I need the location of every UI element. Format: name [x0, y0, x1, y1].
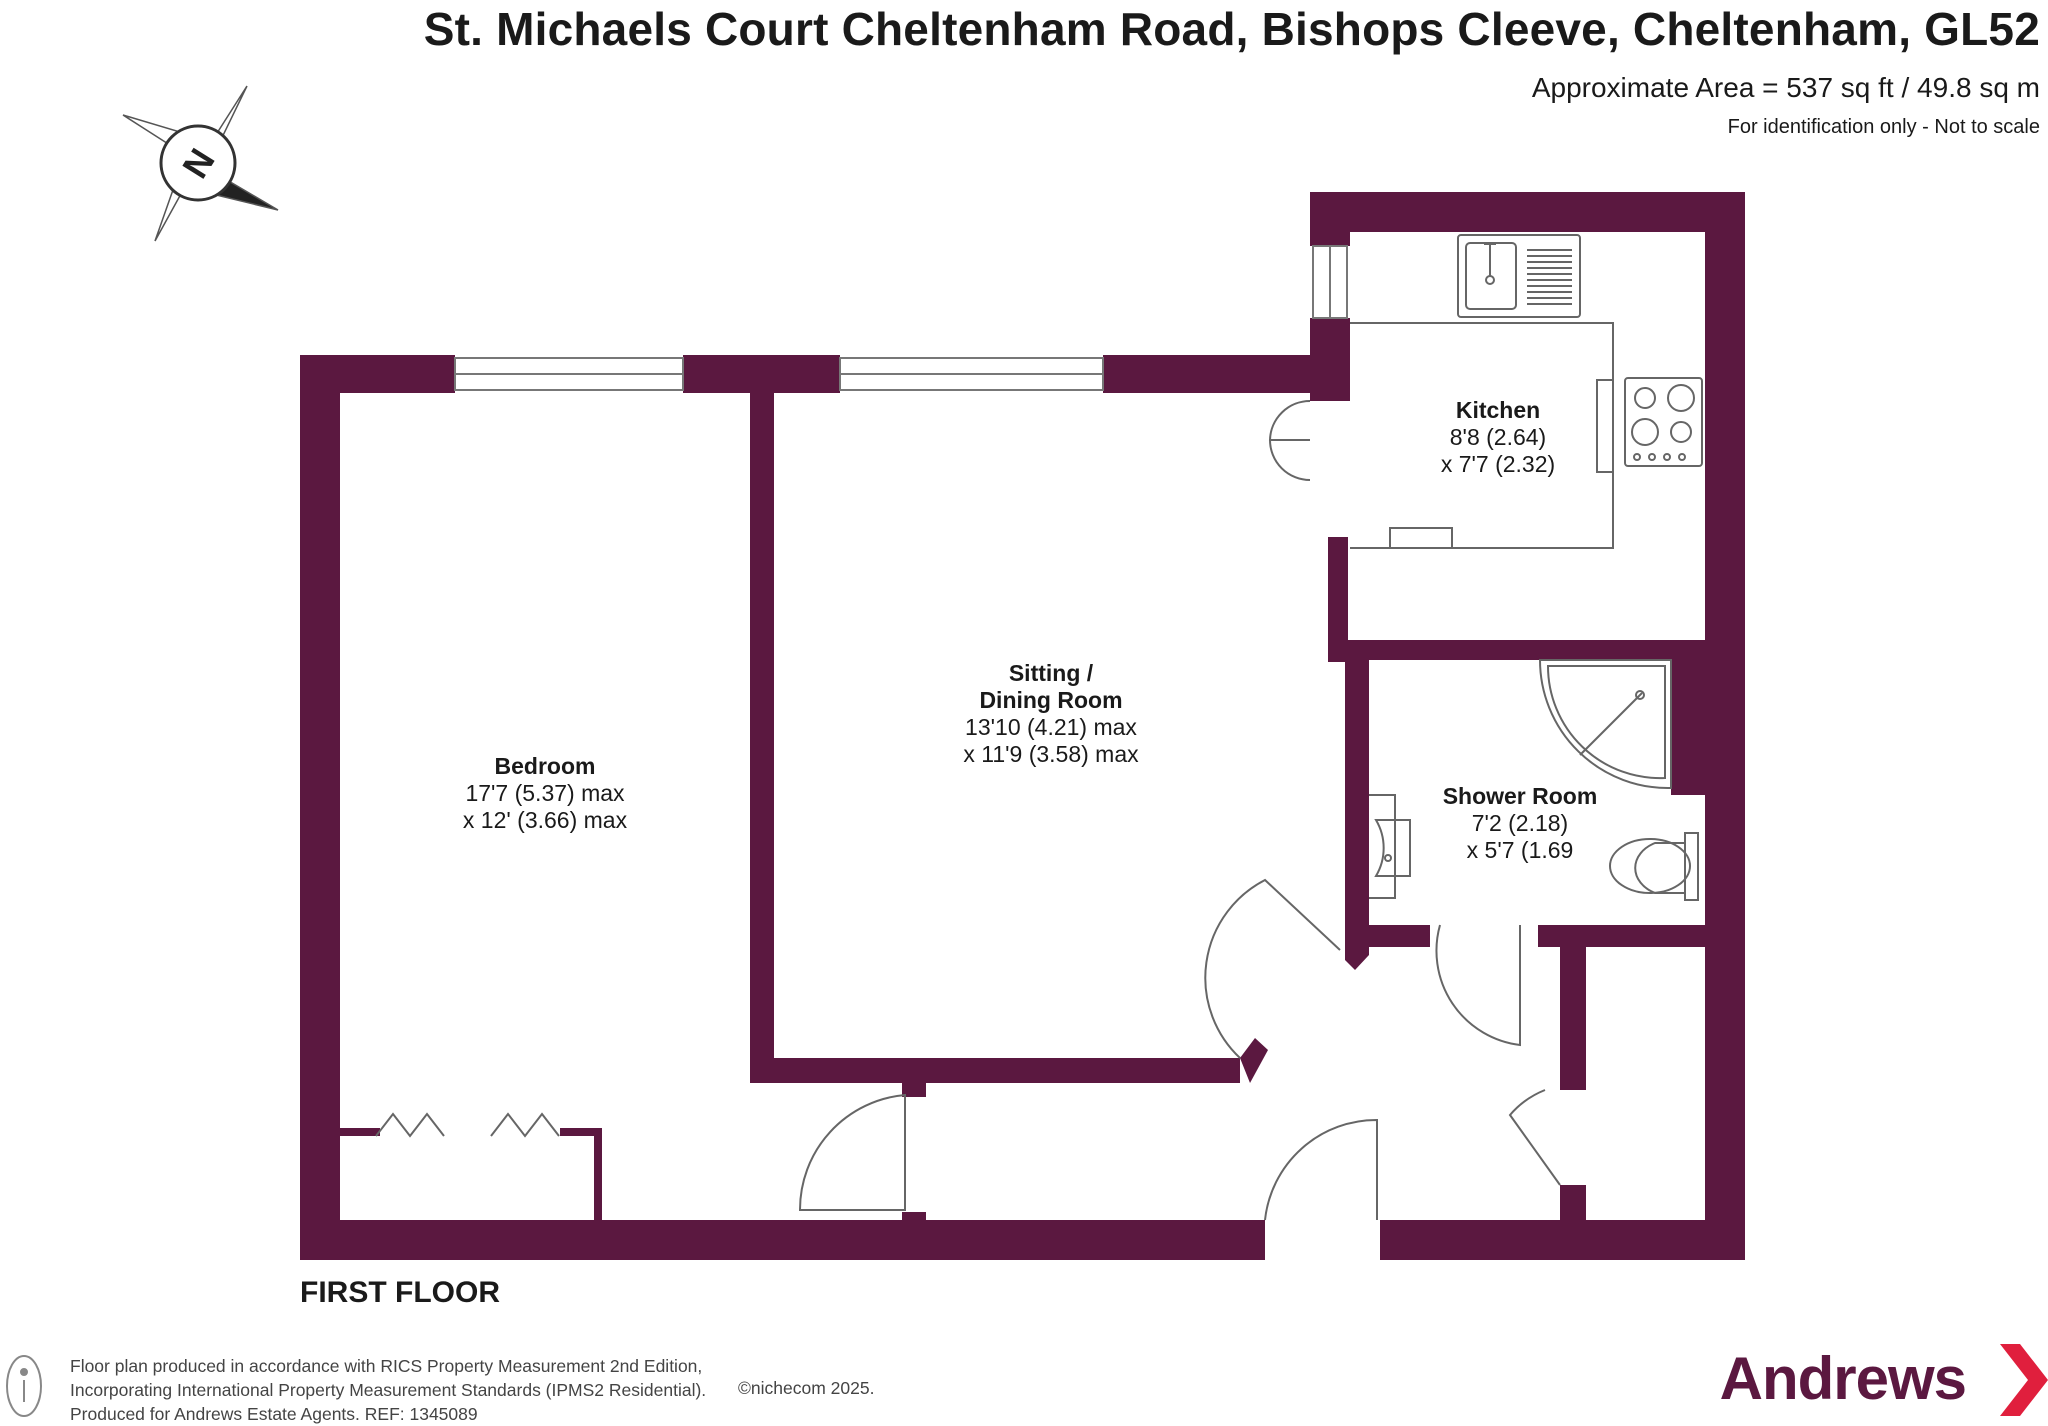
room-label-shower-room: Shower Room 7'2 (2.18) x 5'7 (1.69 — [1443, 783, 1598, 864]
room-dimension: x 7'7 (2.32) — [1440, 451, 1556, 477]
footer-line: Produced for Andrews Estate Agents. REF:… — [70, 1404, 478, 1424]
compass-icon: N — [122, 85, 279, 242]
floor-label: FIRST FLOOR — [300, 1276, 500, 1309]
room-dimension: 17'7 (5.37) max — [465, 780, 625, 806]
room-dimension: 13'10 (4.21) max — [965, 714, 1137, 740]
page-title: St. Michaels Court Cheltenham Road, Bish… — [423, 3, 2040, 55]
door-swings — [375, 400, 1561, 1221]
disclaimer: For identification only - Not to scale — [1727, 116, 2040, 138]
windows — [454, 245, 1348, 391]
shower-fixtures — [1369, 659, 1699, 901]
room-label-kitchen: Kitchen 8'8 (2.64) x 7'7 (2.32) — [1441, 397, 1555, 478]
room-name: Kitchen — [1455, 397, 1541, 423]
room-dimension: x 5'7 (1.69 — [1466, 837, 1574, 863]
brand-logo: Andrews — [1719, 1345, 1967, 1412]
room-name: Bedroom — [494, 753, 596, 779]
copyright: ©nichecom 2025. — [738, 1378, 875, 1398]
room-label-bedroom: Bedroom 17'7 (5.37) max x 12' (3.66) max — [463, 753, 627, 834]
room-dimension: 8'8 (2.64) — [1449, 424, 1547, 450]
room-name: Shower Room — [1442, 783, 1598, 809]
area-summary: Approximate Area = 537 sq ft / 49.8 sq m — [1531, 72, 2040, 103]
room-label-sitting-dining: Sitting / Dining Room 13'10 (4.21) max x… — [963, 660, 1138, 768]
room-dimension: 7'2 (2.18) — [1471, 810, 1569, 836]
footer-line: Floor plan produced in accordance with R… — [70, 1356, 703, 1376]
room-name: Dining Room — [979, 687, 1123, 713]
room-dimension: x 11'9 (3.58) max — [963, 741, 1139, 767]
room-name: Sitting / — [1008, 660, 1094, 686]
walls — [300, 192, 1745, 1260]
footer-notes: Floor plan produced in accordance with R… — [70, 1354, 706, 1426]
kitchen-fixtures — [1350, 234, 1703, 549]
footer-line: Incorporating International Property Mea… — [70, 1380, 707, 1400]
room-dimension: x 12' (3.66) max — [462, 807, 628, 833]
